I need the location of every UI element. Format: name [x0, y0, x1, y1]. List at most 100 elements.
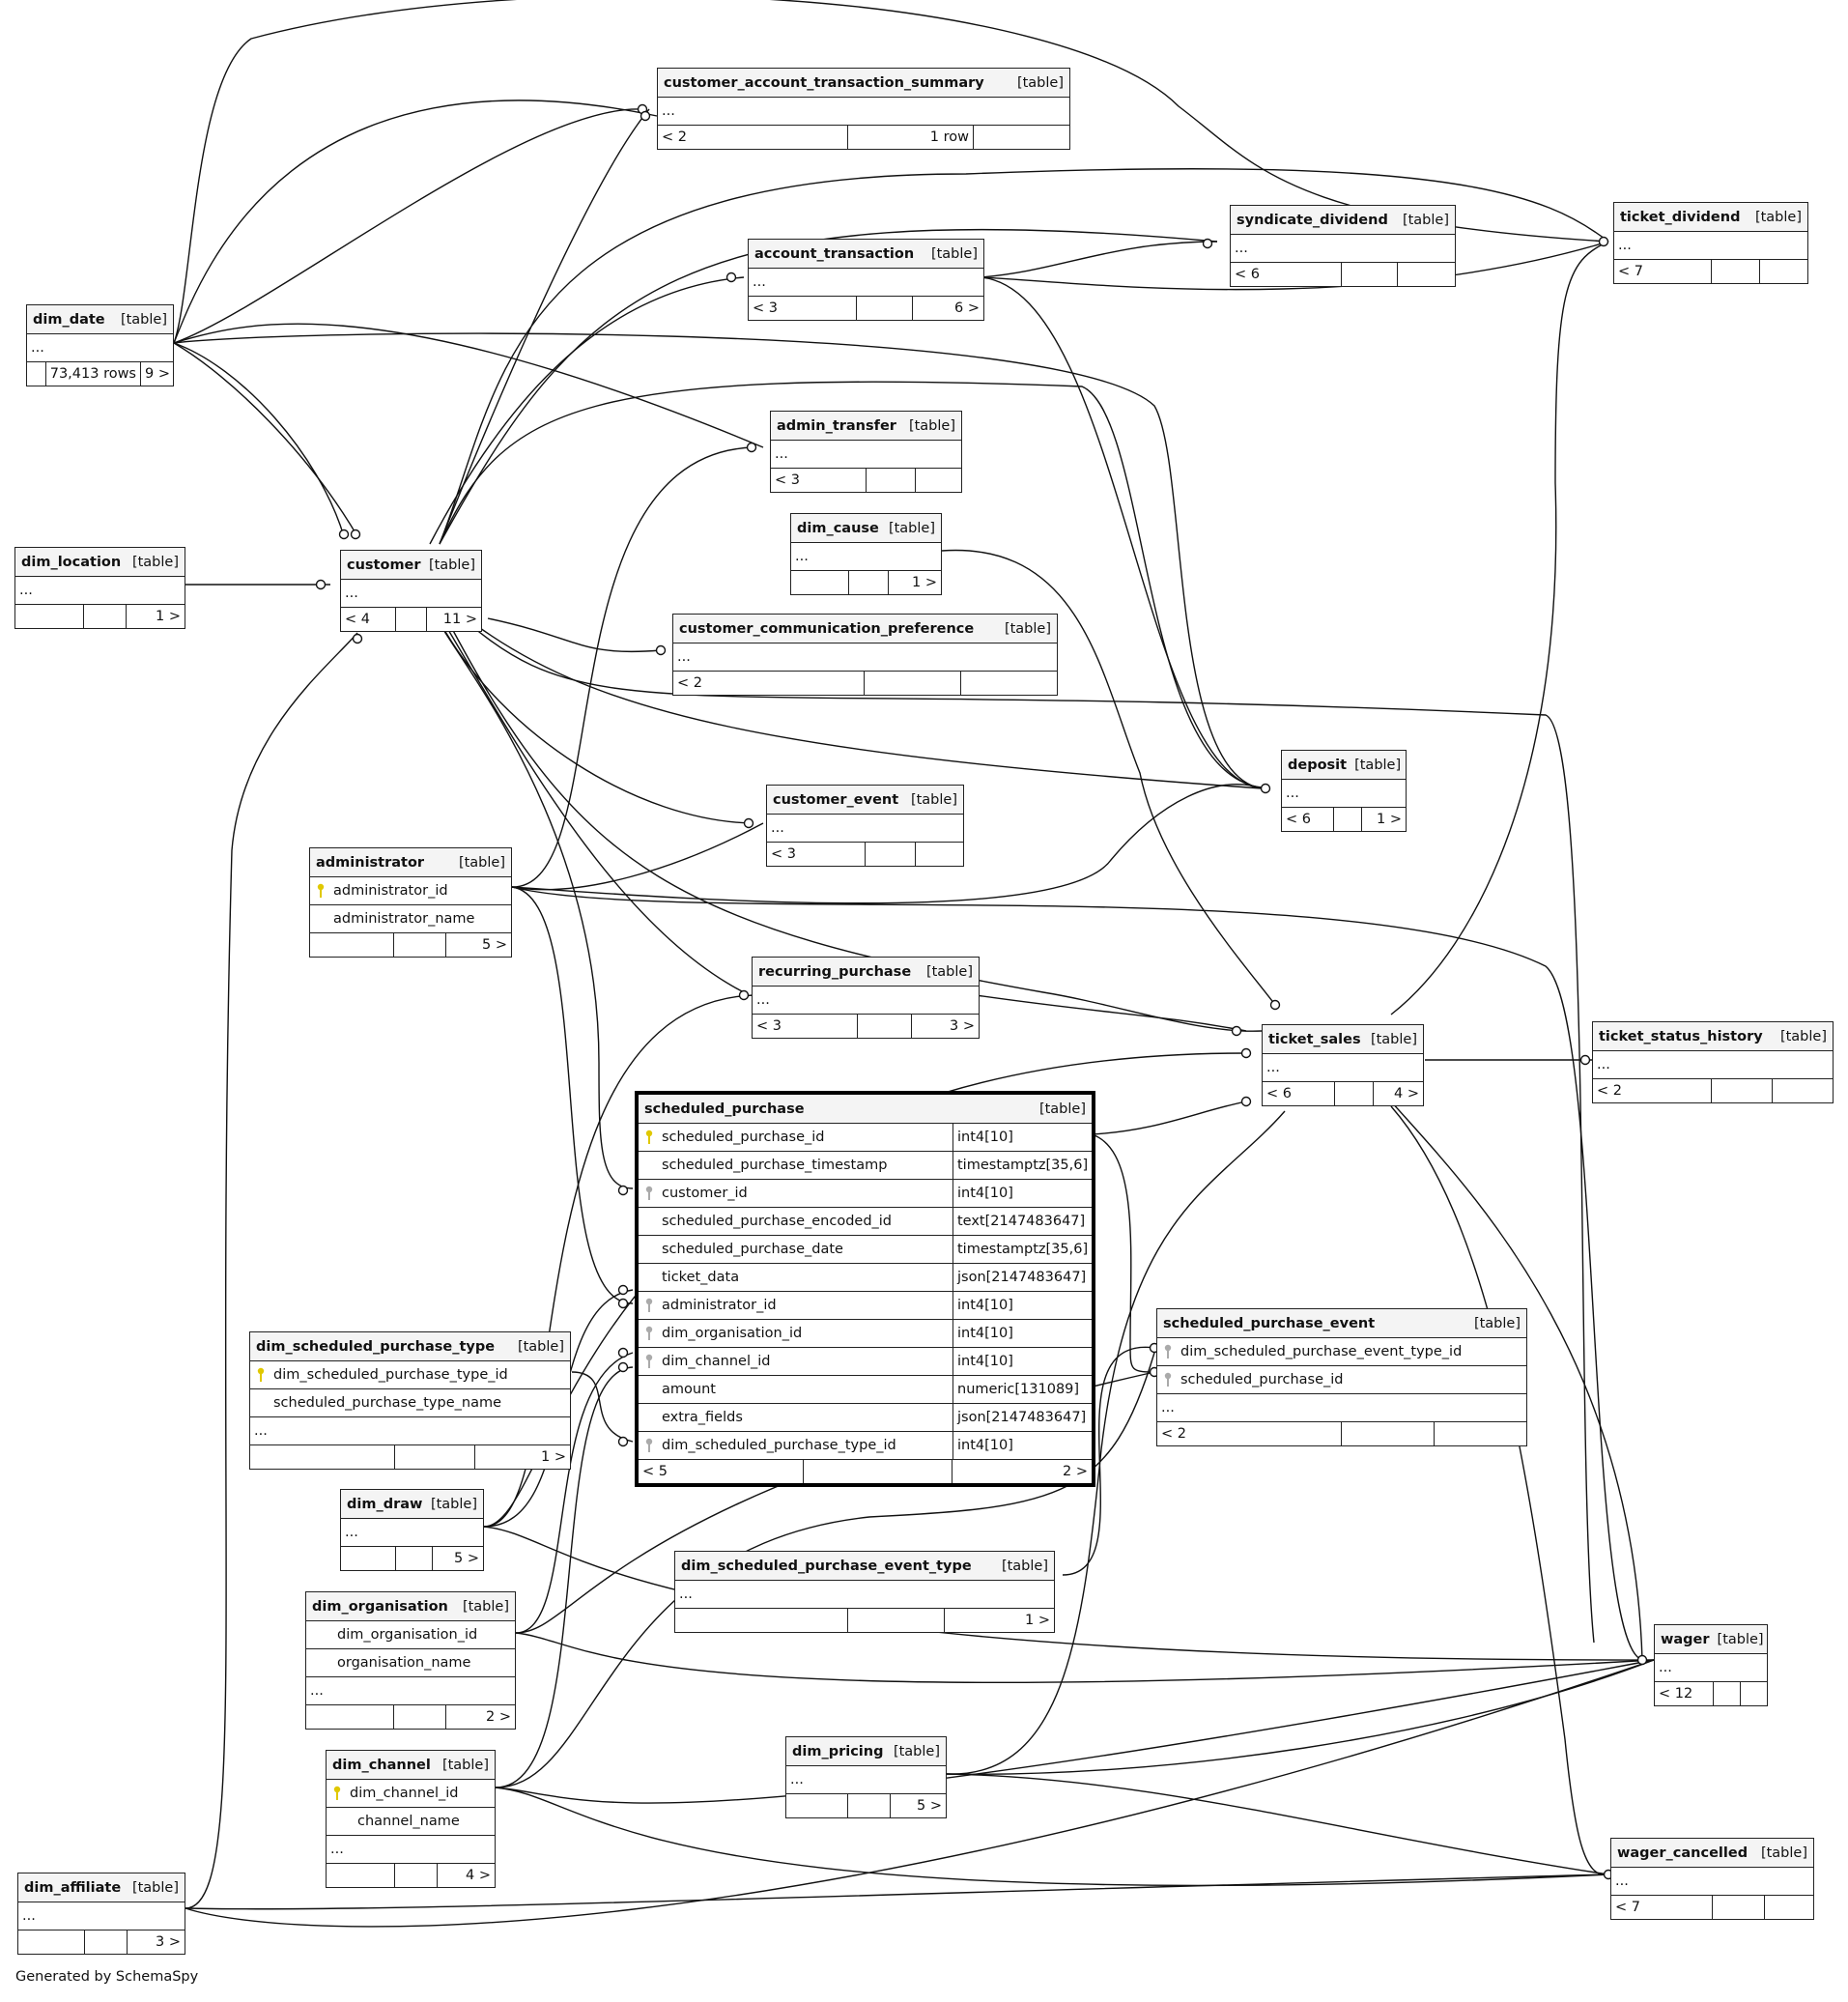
children-count[interactable]: 2 >	[445, 1705, 515, 1729]
children-count[interactable]: 2 >	[952, 1460, 1092, 1483]
parents-count[interactable]: < 6	[1286, 812, 1311, 827]
column-row[interactable]: channel_name	[327, 1808, 495, 1836]
children-count[interactable]	[1759, 260, 1807, 283]
children-count[interactable]: 4 >	[437, 1864, 495, 1887]
parents-count[interactable]: < 6	[1235, 267, 1260, 282]
table-wager-cancelled[interactable]: wager_cancelled[table] ... < 7	[1610, 1838, 1814, 1920]
children-count[interactable]: 9 >	[140, 362, 173, 386]
children-count[interactable]: 3 >	[127, 1930, 185, 1954]
table-dim-pricing[interactable]: dim_pricing[table] ... 5 >	[785, 1736, 947, 1818]
children-count[interactable]: 1 >	[944, 1609, 1054, 1632]
table-ticket-dividend[interactable]: ticket_dividend[table] ... < 7	[1613, 202, 1808, 284]
children-count[interactable]: 1 >	[888, 571, 941, 594]
children-count[interactable]	[973, 126, 1069, 149]
table-syndicate-dividend[interactable]: syndicate_dividend[table] ... < 6	[1230, 205, 1456, 287]
parents-count[interactable]: < 5	[642, 1464, 668, 1479]
parents-count[interactable]: < 12	[1659, 1686, 1693, 1702]
children-count[interactable]: 6 >	[912, 297, 983, 320]
parents-count[interactable]: < 6	[1266, 1086, 1292, 1101]
parents-count[interactable]: < 2	[677, 675, 702, 691]
parents-count[interactable]: < 3	[771, 846, 796, 862]
column-row[interactable]: administrator_name	[310, 905, 511, 933]
children-count[interactable]: 5 >	[432, 1547, 483, 1570]
children-count[interactable]: 1 >	[126, 605, 185, 628]
table-dim-scheduled-purchase-type[interactable]: dim_scheduled_purchase_type[table] dim_s…	[249, 1331, 571, 1470]
parents-count[interactable]: < 2	[662, 129, 687, 145]
table-dim-organisation[interactable]: dim_organisation[table] dim_organisation…	[305, 1591, 516, 1730]
children-count[interactable]	[960, 672, 1057, 695]
column-row[interactable]: administrator_id	[310, 877, 511, 905]
table-dim-cause[interactable]: dim_cause[table] ... 1 >	[790, 513, 942, 595]
parents-count[interactable]: < 7	[1615, 1900, 1640, 1915]
table-administrator[interactable]: administrator[table] administrator_id ad…	[309, 847, 512, 958]
parents-count[interactable]: < 7	[1618, 264, 1643, 279]
parents-count[interactable]	[15, 605, 83, 628]
parents-count[interactable]	[310, 933, 393, 957]
children-count[interactable]	[1397, 263, 1455, 286]
table-ticket-status-history[interactable]: ticket_status_history[table] ... < 2	[1592, 1021, 1834, 1103]
parents-count[interactable]	[341, 1547, 395, 1570]
table-scheduled-purchase-event[interactable]: scheduled_purchase_event[table] dim_sche…	[1156, 1308, 1527, 1446]
children-count[interactable]: 3 >	[911, 1015, 979, 1038]
column-row[interactable]: dim_scheduled_purchase_type_id	[250, 1361, 570, 1389]
table-customer-communication-preference[interactable]: customer_communication_preference[table]…	[672, 614, 1058, 696]
children-count[interactable]: 5 >	[445, 933, 511, 957]
column-row[interactable]: scheduled_purchase_type_name	[250, 1389, 570, 1417]
column-row[interactable]: scheduled_purchase_id	[1157, 1366, 1526, 1394]
children-count[interactable]: 4 >	[1373, 1082, 1423, 1105]
children-count[interactable]: 11 >	[426, 608, 481, 631]
table-dim-scheduled-purchase-event-type[interactable]: dim_scheduled_purchase_event_type[table]…	[674, 1551, 1055, 1633]
children-count[interactable]	[1740, 1682, 1767, 1705]
table-scheduled-purchase[interactable]: scheduled_purchase[table] scheduled_purc…	[635, 1091, 1095, 1487]
children-count[interactable]: 1 >	[1361, 808, 1406, 831]
column-row[interactable]: dim_scheduled_purchase_event_type_id	[1157, 1338, 1526, 1366]
parents-count[interactable]: < 3	[753, 300, 778, 316]
children-count[interactable]	[1772, 1079, 1833, 1102]
table-dim-location[interactable]: dim_location[table] ... 1 >	[14, 547, 185, 629]
children-count[interactable]	[915, 469, 961, 492]
parents-count[interactable]: < 3	[756, 1018, 782, 1034]
parents-count[interactable]	[675, 1609, 847, 1632]
column-row[interactable]: dim_organisation_id	[306, 1621, 515, 1649]
parents-count[interactable]: < 3	[775, 472, 800, 488]
children-count[interactable]	[915, 843, 963, 866]
parents-count[interactable]	[786, 1794, 847, 1817]
parents-count[interactable]	[791, 571, 848, 594]
parents-count[interactable]	[327, 1864, 394, 1887]
column-row[interactable]: dim_channel_id	[327, 1780, 495, 1808]
parents-count[interactable]: < 4	[345, 612, 370, 627]
children-count[interactable]: 1 >	[474, 1445, 570, 1469]
table-customer-account-transaction-summary[interactable]: customer_account_transaction_summary[tab…	[657, 68, 1070, 150]
table-customer-event[interactable]: customer_event[table] ... < 3	[766, 785, 964, 867]
table-dim-draw[interactable]: dim_draw[table] ... 5 >	[340, 1489, 484, 1571]
parents-count[interactable]	[306, 1705, 393, 1729]
children-count[interactable]	[1764, 1896, 1813, 1919]
parents-count[interactable]	[18, 1930, 84, 1954]
table-dim-affiliate[interactable]: dim_affiliate[table] ... 3 >	[17, 1873, 185, 1955]
children-count[interactable]	[1434, 1422, 1526, 1445]
parents-count[interactable]: < 2	[1597, 1083, 1622, 1099]
table-wager[interactable]: wager[table] ... < 12	[1654, 1624, 1768, 1706]
table-dim-channel[interactable]: dim_channel[table] dim_channel_id channe…	[326, 1750, 496, 1888]
column-row[interactable]: organisation_name	[306, 1649, 515, 1677]
parents-count[interactable]	[27, 362, 45, 386]
parents-count[interactable]: < 2	[1161, 1426, 1186, 1442]
table-admin-transfer[interactable]: admin_transfer[table] ... < 3	[770, 411, 962, 493]
